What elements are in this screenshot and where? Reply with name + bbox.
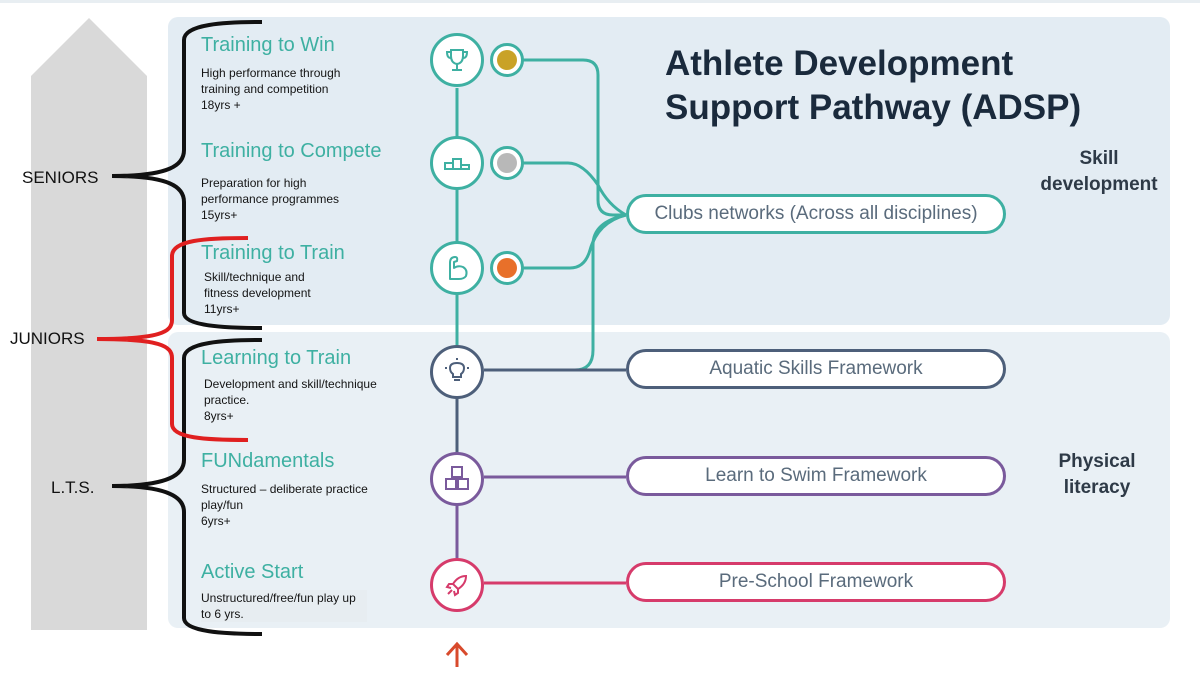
stage-title: Training to Compete: [201, 140, 382, 162]
stage-training-to-train: Training to Train Skill/technique and fi…: [201, 242, 421, 317]
literacy-line-2: literacy: [1063, 477, 1131, 498]
podium-icon: [444, 158, 470, 170]
training-to-compete-node: [430, 136, 484, 190]
stage-title: FUNdamentals: [201, 450, 335, 472]
stage-description: High performance through training and co…: [201, 66, 341, 96]
rocket-icon: [445, 574, 468, 597]
stage-training-to-win: Training to Win High performance through…: [201, 34, 421, 113]
stage-title: Training to Train: [201, 242, 345, 264]
stage-learning-to-train: Learning to Train Development and skill/…: [201, 347, 421, 424]
literacy-line-1: Physical: [1058, 451, 1136, 472]
active-start-node: [430, 558, 484, 612]
fundamentals-node: [430, 452, 484, 506]
bronze-medal-icon: [497, 258, 517, 278]
stage-description: Development and skill/technique practice…: [204, 377, 377, 407]
top-divider: [0, 0, 1200, 3]
lts-label: L.T.S.: [51, 478, 95, 497]
flexed-arm-icon: [449, 256, 468, 280]
stage-age: 18yrs +: [201, 98, 241, 112]
stage-age: 6yrs+: [201, 514, 231, 528]
stage-title: Active Start: [201, 561, 304, 583]
clubs-networks-pill: Clubs networks (Across all disciplines): [626, 194, 1006, 234]
physical-literacy-label: Physical literacy: [1030, 449, 1164, 501]
learn-to-swim-framework-pill: Learn to Swim Framework: [626, 456, 1006, 496]
skill-line-2: development: [1040, 174, 1158, 195]
aquatic-skills-framework-pill: Aquatic Skills Framework: [626, 349, 1006, 389]
juniors-label: JUNIORS: [10, 329, 85, 348]
title-line-1: Athlete Development: [665, 44, 1014, 83]
stage-age: 8yrs+: [204, 409, 234, 423]
stage-active-start: Active Start Unstructured/free/fun play …: [201, 561, 421, 622]
skill-line-1: Skill: [1079, 148, 1119, 169]
training-to-train-node: [430, 241, 484, 295]
progression-arrow-background: [31, 18, 147, 630]
silver-medal-icon: [497, 153, 517, 173]
stage-age: 15yrs+: [201, 208, 238, 222]
diagram-title: Athlete Development Support Pathway (ADS…: [665, 42, 1155, 130]
pre-school-framework-pill: Pre-School Framework: [626, 562, 1006, 602]
stage-age: 11yrs+: [204, 302, 240, 316]
skill-development-label: Skill development: [1034, 146, 1164, 198]
stage-fundamentals: FUNdamentals Structured – deliberate pra…: [201, 450, 421, 529]
stage-description: Unstructured/free/fun play up to 6 yrs.: [201, 591, 356, 621]
lightbulb-icon: [445, 358, 469, 381]
stage-description: Structured – deliberate practice play/fu…: [201, 482, 368, 512]
bronze-medal-dot: [490, 251, 524, 285]
stage-active-box: Unstructured/free/fun play up to 6 yrs.: [201, 590, 367, 622]
stage-training-to-compete: Training to Compete Preparation for high…: [201, 140, 421, 223]
stage-description: Skill/technique and fitness development: [204, 270, 311, 300]
training-to-win-node: [430, 33, 484, 87]
stage-title: Learning to Train: [201, 347, 352, 369]
gold-medal-dot: [490, 43, 524, 77]
stage-title: Training to Win: [201, 34, 335, 56]
stage-description: Preparation for high performance program…: [201, 176, 340, 206]
learning-to-train-node: [430, 345, 484, 399]
silver-medal-dot: [490, 146, 524, 180]
trophy-icon: [445, 49, 469, 71]
title-line-2: Support Pathway (ADSP): [665, 88, 1082, 127]
gold-medal-icon: [497, 50, 517, 70]
seniors-label: SENIORS: [22, 168, 99, 187]
skill-development-panel: [168, 17, 1170, 325]
blocks-icon: [445, 466, 469, 490]
